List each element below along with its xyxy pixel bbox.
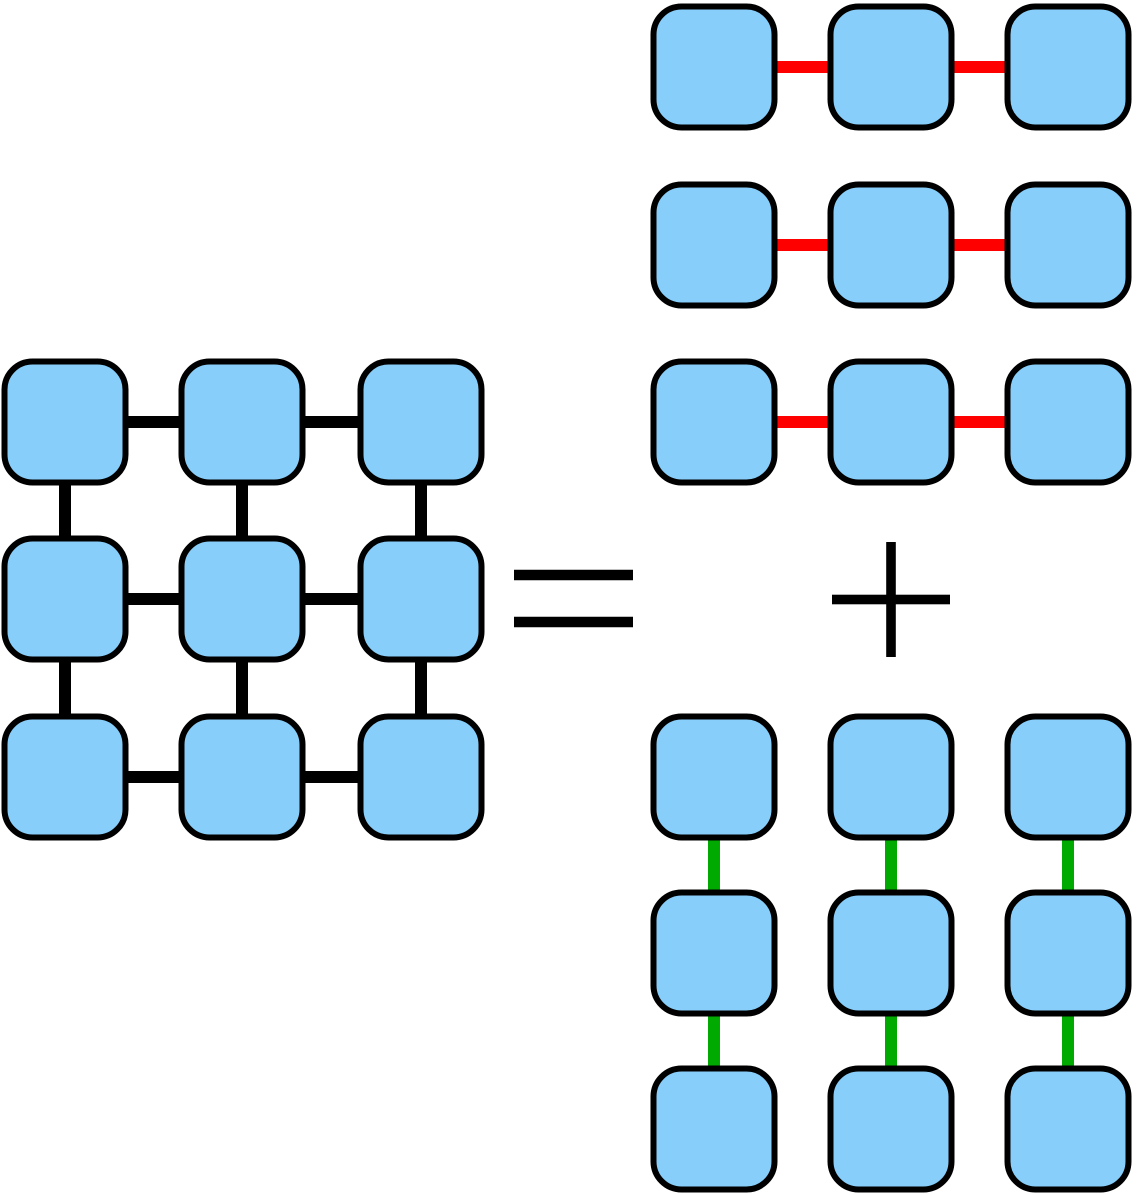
column-chains-node (650, 713, 778, 841)
row-chains-node (1004, 3, 1132, 131)
grid-graph-node (357, 535, 485, 663)
row-chains-node (650, 358, 778, 486)
row-chains-node (827, 358, 955, 486)
column-chains-node (827, 713, 955, 841)
nodes-layer (1, 3, 1132, 1193)
grid-graph-node (1, 713, 129, 841)
row-chains-node (650, 3, 778, 131)
column-chains-node (1004, 1065, 1132, 1193)
column-chains-node (650, 1065, 778, 1193)
grid-graph-node (178, 358, 306, 486)
equals-sign-bar (514, 569, 633, 581)
grid-graph-node (357, 713, 485, 841)
column-chains-node (827, 1065, 955, 1193)
row-chains-node (827, 181, 955, 309)
grid-graph-node (357, 358, 485, 486)
operators-layer (514, 542, 950, 657)
column-chains-node (1004, 713, 1132, 841)
grid-graph-node (178, 535, 306, 663)
row-chains-node (1004, 181, 1132, 309)
grid-graph-node (1, 535, 129, 663)
column-chains-node (827, 889, 955, 1017)
column-chains-node (650, 889, 778, 1017)
column-chains-node (1004, 889, 1132, 1017)
row-chains-node (1004, 358, 1132, 486)
grid-graph-node (178, 713, 306, 841)
equals-sign-bar (514, 616, 633, 628)
row-chains-node (650, 181, 778, 309)
grid-graph-node (1, 358, 129, 486)
plus-sign-vertical-bar (886, 542, 896, 657)
row-chains-node (827, 3, 955, 131)
